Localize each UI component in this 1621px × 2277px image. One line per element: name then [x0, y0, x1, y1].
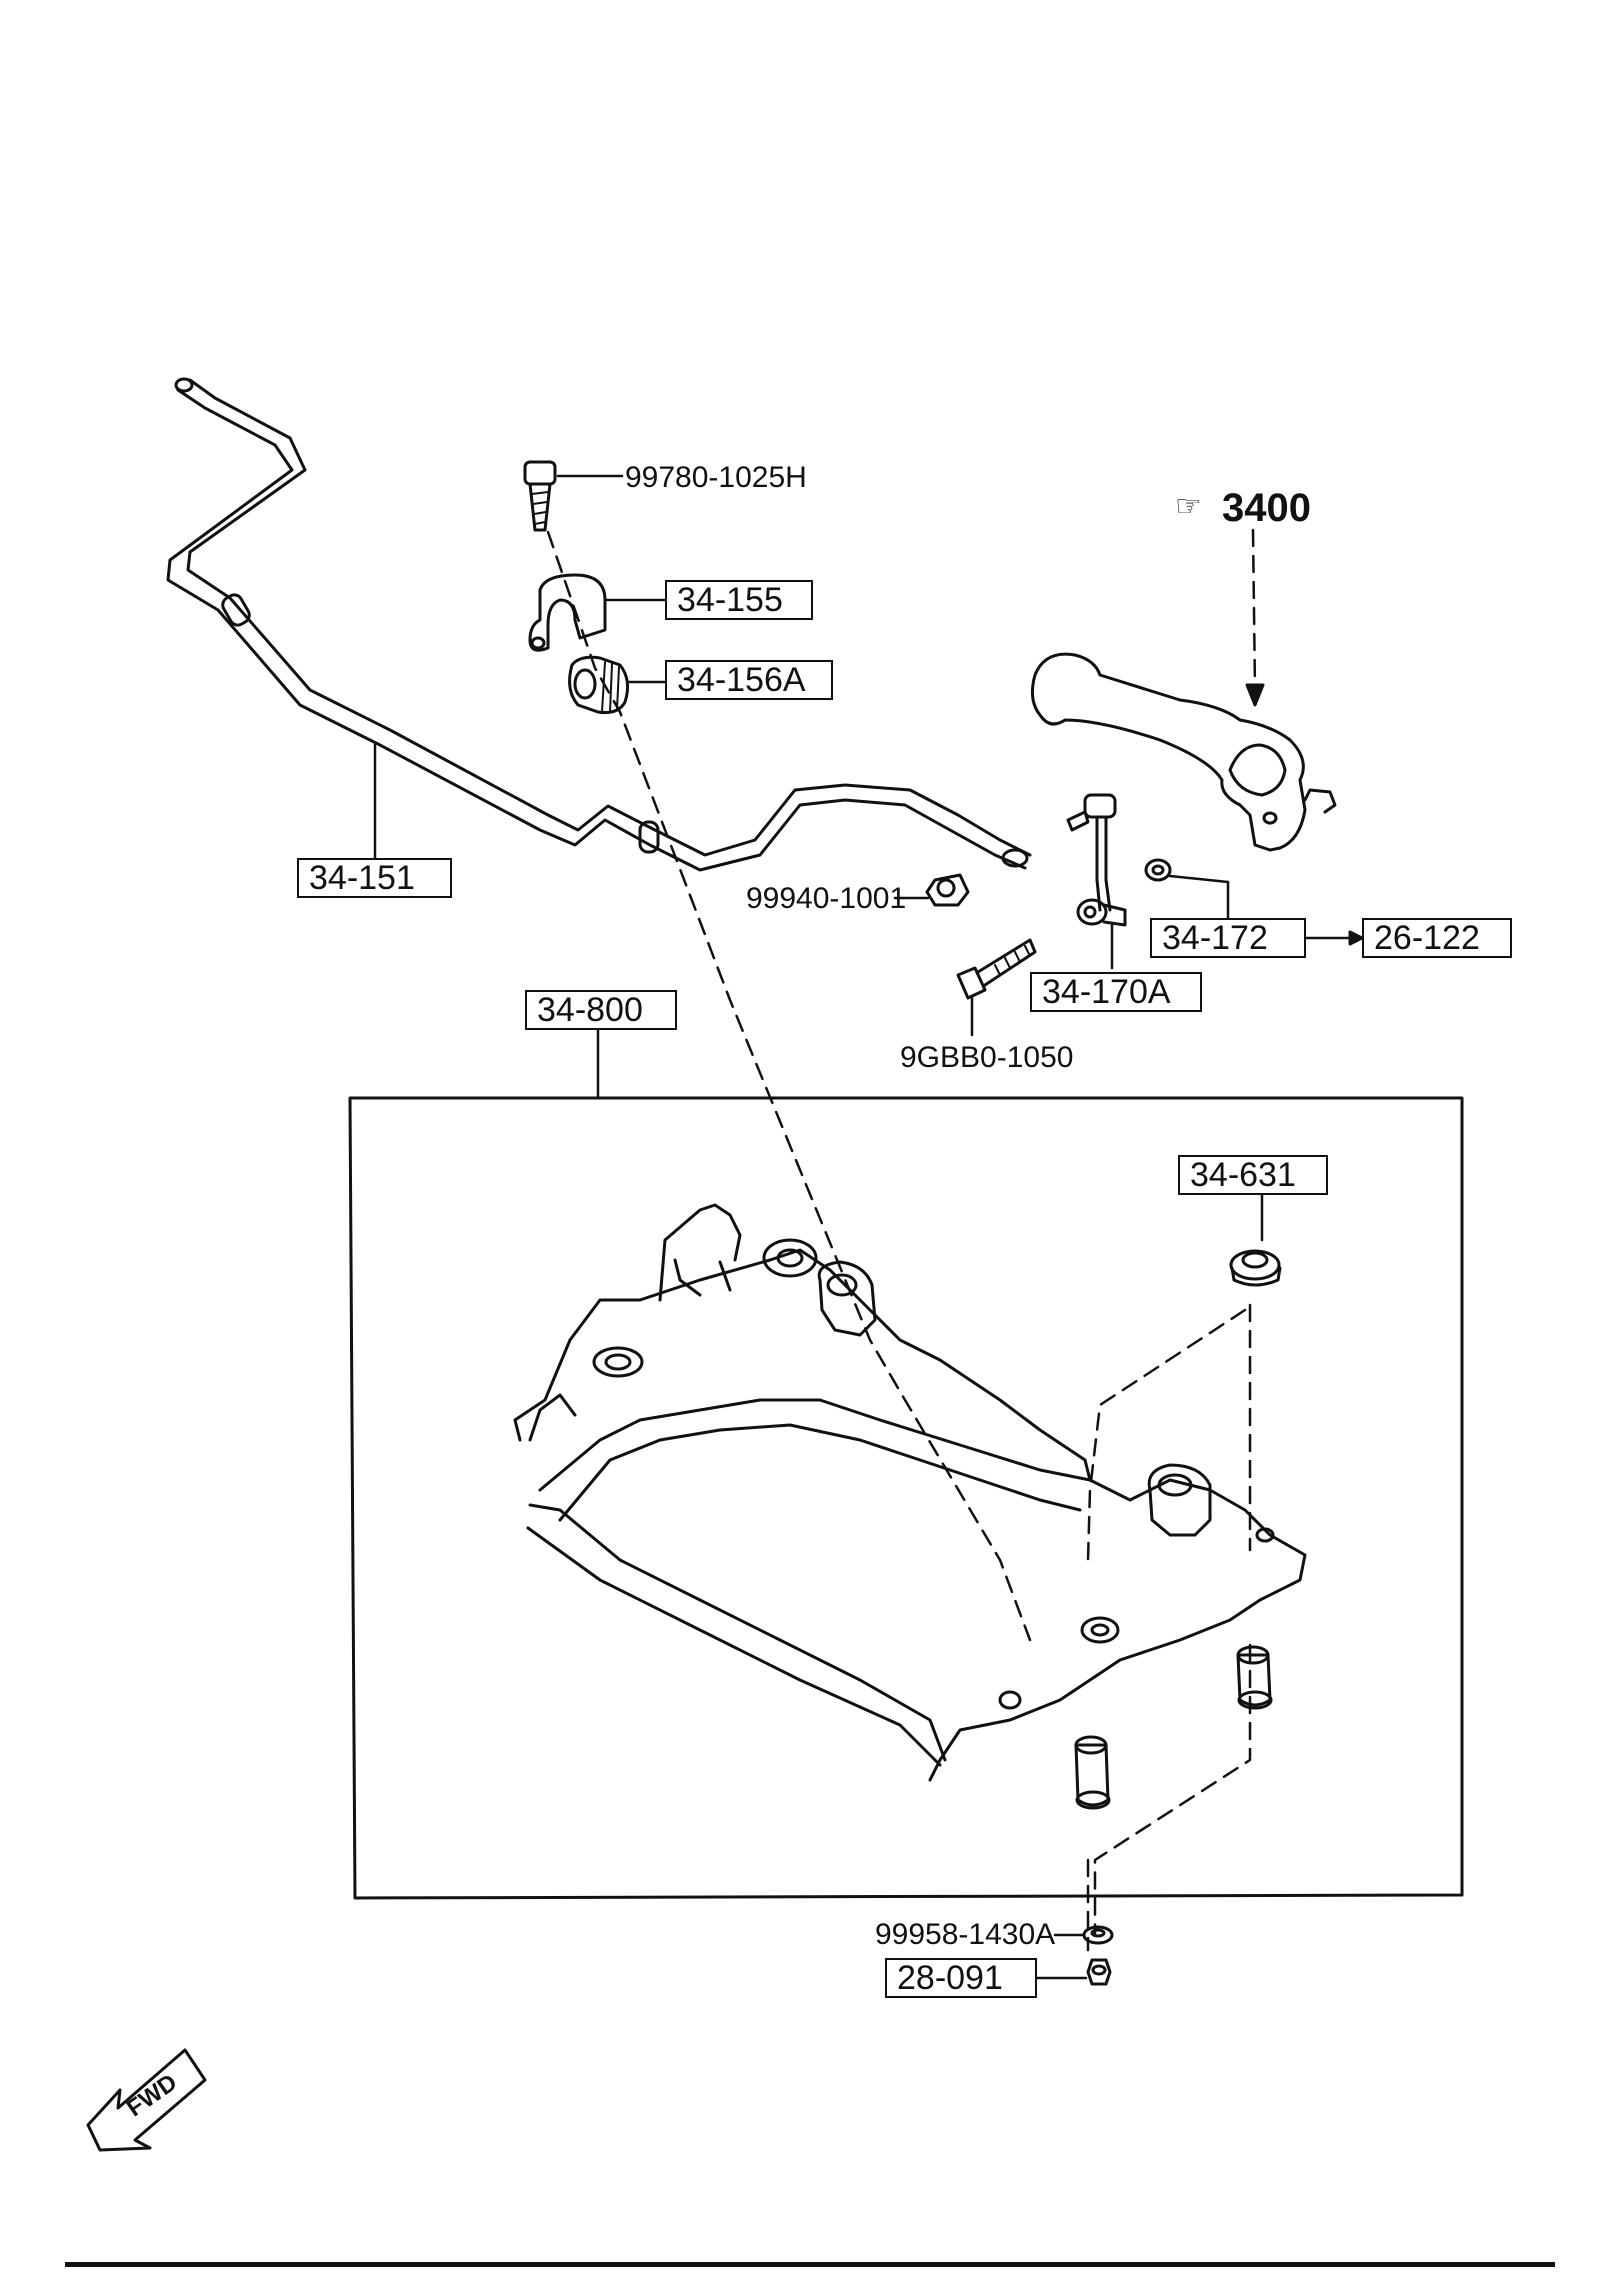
callout-stabilizer-bar[interactable]: 34-151 [297, 858, 452, 898]
crossmember[interactable] [513, 1203, 1307, 1782]
part-number-nut[interactable]: 99940-1001 [746, 882, 907, 915]
hand-pointer-icon: ☞ [1175, 490, 1202, 523]
bracket-bolt[interactable] [523, 460, 557, 532]
bolt[interactable] [956, 938, 1037, 1000]
callout-mount-upper[interactable]: 34-631 [1178, 1155, 1328, 1195]
callout-link-nut[interactable]: 34-172 [1150, 918, 1306, 958]
crossmember-frame [348, 1096, 1464, 1900]
reference-number[interactable]: 3400 [1222, 486, 1311, 530]
callout-bushing-bracket[interactable]: 34-155 [665, 580, 813, 620]
part-number-bolt[interactable]: 9GBB0-1050 [900, 1041, 1074, 1074]
callout-mount-nut[interactable]: 28-091 [885, 1958, 1037, 1998]
mount-lower-left[interactable] [1074, 1735, 1111, 1810]
callout-stabilizer-link[interactable]: 34-170A [1030, 972, 1202, 1012]
callout-crossmember[interactable]: 34-800 [525, 990, 677, 1030]
bushing-bracket[interactable] [528, 573, 607, 652]
part-number-bracket-bolt[interactable]: 99780-1025H [625, 461, 807, 494]
control-arm[interactable] [1030, 652, 1337, 852]
callout-link-target[interactable]: 26-122 [1362, 918, 1512, 958]
bottom-rule [65, 2262, 1555, 2267]
nut[interactable] [925, 873, 970, 907]
callout-bushing[interactable]: 34-156A [665, 660, 833, 700]
mount-lower-right[interactable] [1236, 1645, 1273, 1710]
stabilizer-link[interactable] [1066, 793, 1127, 927]
fwd-arrow-icon [86, 2048, 207, 2152]
washer[interactable] [1082, 1925, 1114, 1945]
mount-upper[interactable] [1229, 1249, 1282, 1287]
link-nut[interactable] [1144, 858, 1172, 882]
stabilizer-bar[interactable] [166, 377, 1032, 872]
part-number-washer[interactable]: 99958-1430A [875, 1918, 1056, 1951]
bushing[interactable] [568, 655, 630, 714]
mount-nut[interactable] [1086, 1958, 1112, 1986]
